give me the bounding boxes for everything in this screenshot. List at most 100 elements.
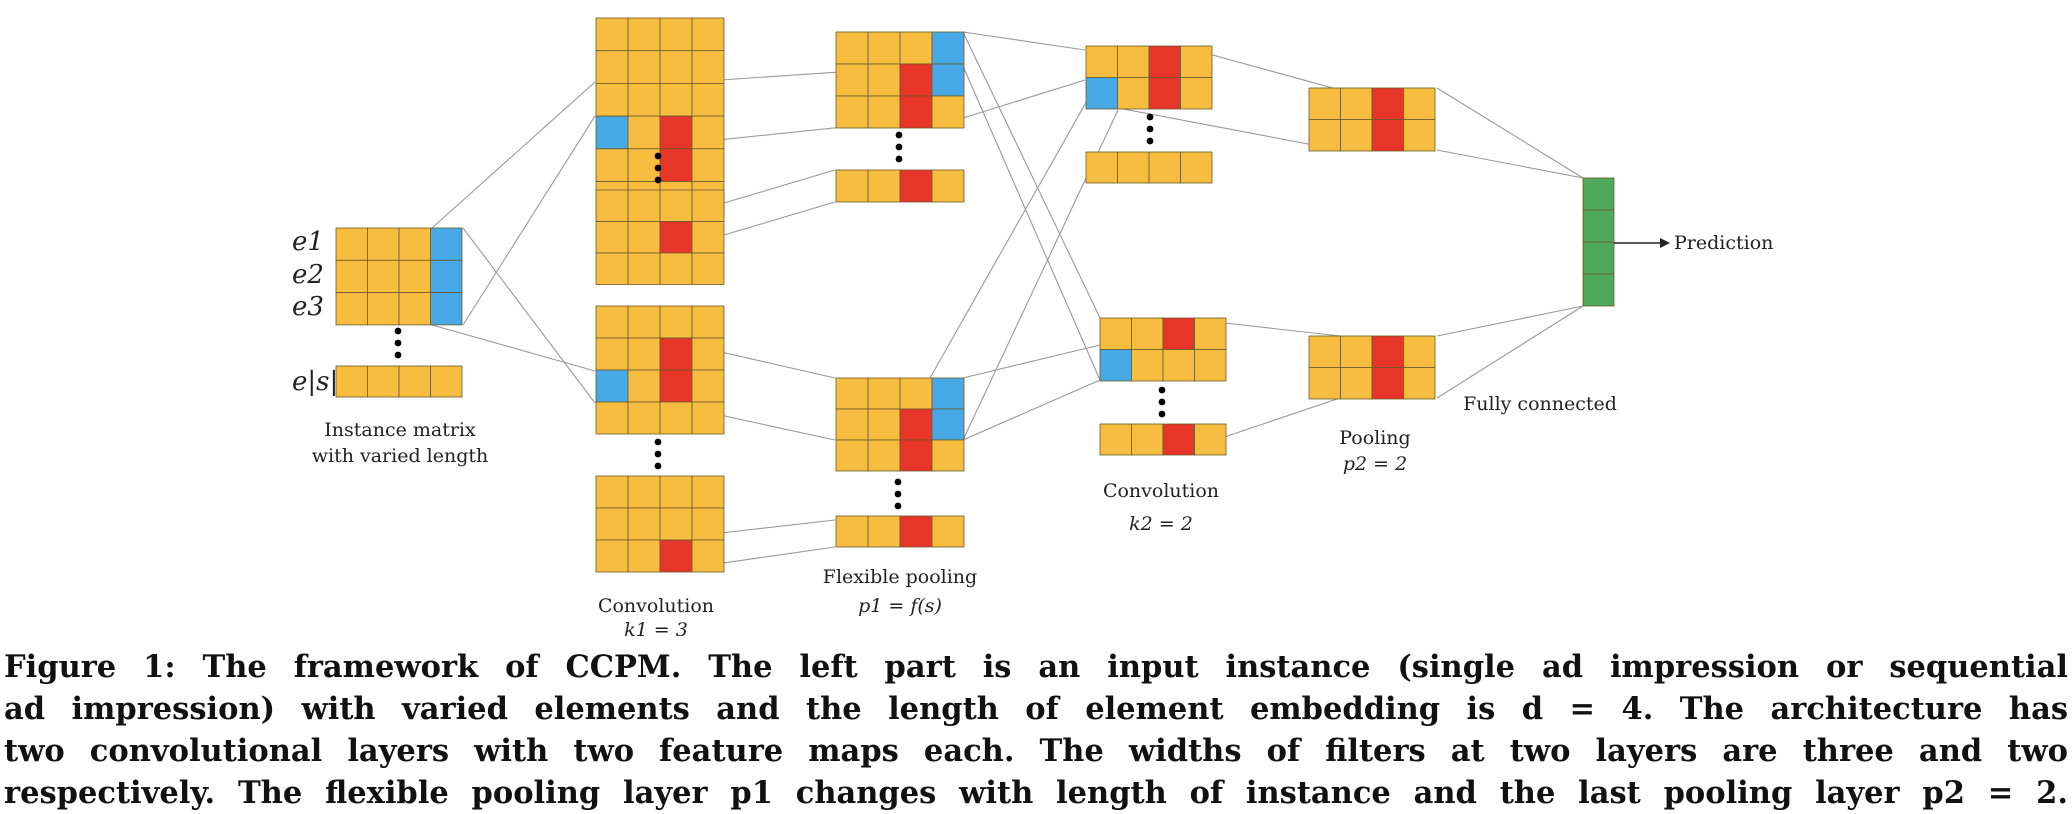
conv1-map-1-tail [595, 189, 725, 285]
fully-connected-label: Fully connected [1463, 393, 1617, 415]
conv1-map-1-tail-cell [627, 221, 661, 254]
connection-line [462, 115, 596, 326]
pool-map-1-cell [1340, 119, 1373, 152]
ellipsis-dot [1158, 410, 1166, 418]
conv2-map-2-tail [1099, 423, 1227, 456]
conv1-map-2-cell [691, 337, 725, 371]
instance-matrix [335, 227, 463, 326]
instance-matrix-sublabel: with varied length [312, 445, 489, 467]
flex-pool-map-2-cell [931, 439, 965, 472]
instance-matrix-cell [367, 227, 400, 261]
conv2-map-1-cell [1085, 45, 1118, 78]
fully-connected-vector-cell [1582, 209, 1615, 243]
instance-matrix-last-row-cell [398, 365, 431, 398]
conv1-map-2-tail-cell [659, 539, 693, 573]
instance-matrix-last-row-cell [430, 365, 463, 398]
conv1-map-1-cell [659, 17, 693, 52]
flex-pool-map-1-cell [931, 63, 965, 97]
conv1-map-1-cell [595, 17, 629, 52]
fully-connected-vector-cell [1582, 177, 1615, 211]
caption-line-3: two convolutional layers with two featur… [4, 733, 2068, 769]
ellipsis-dot [654, 176, 662, 184]
flex-pool-map-1-tail-cell [835, 169, 869, 203]
conv1-map-1-cell [659, 83, 693, 117]
pool-map-1 [1308, 87, 1436, 152]
conv1-map-1-cell [595, 83, 629, 117]
vertical-ellipsis [394, 327, 402, 359]
pool-map-1-cell [1403, 119, 1436, 152]
instance-matrix-cell [367, 292, 400, 326]
conv1-map-2-tail-cell [595, 539, 629, 573]
conv1-map-2-cell [659, 305, 693, 339]
conv1-map-2-tail-cell [659, 475, 693, 509]
vertical-ellipsis [654, 152, 662, 184]
ellipsis-dot [1146, 137, 1154, 145]
fully-connected-vector-cell [1582, 241, 1615, 275]
flex-pool-map-1-tail-cell [931, 169, 965, 203]
conv1-map-1-cell [627, 50, 661, 84]
conv1-map-2-tail-cell [627, 507, 661, 541]
instance-matrix-cell [398, 227, 431, 261]
flex-pool-map-2-cell [867, 377, 901, 410]
conv1-map-2-tail-cell [595, 475, 629, 509]
conv1-map-2-cell [659, 369, 693, 403]
conv2-map-2-cell [1131, 349, 1164, 382]
ellipsis-dot [894, 502, 902, 510]
vertical-ellipsis [1158, 386, 1166, 418]
conv2-map-1-tail [1085, 151, 1213, 184]
pool-map-1-cell [1403, 87, 1436, 120]
fully-connected-vector [1582, 177, 1615, 307]
pool-map-2-cell [1371, 335, 1404, 368]
conv2-map-2 [1099, 317, 1227, 382]
conv1-map-1-cell [627, 148, 661, 182]
conv1-map-1-cell [659, 50, 693, 84]
conv1-map-1-tail-cell [691, 221, 725, 254]
pool-map-2-cell [1371, 367, 1404, 400]
conv1-map-1-cell [659, 115, 693, 150]
ellipsis-dots [394, 113, 1166, 510]
conv1-map-1-tail-cell [659, 189, 693, 222]
flex-pool-map-1-cell [835, 63, 869, 97]
conv1-map-2-cell [691, 401, 725, 435]
conv1-map-2-tail-cell [659, 507, 693, 541]
conv1-map-2-cell [627, 337, 661, 371]
feature-map-blocks [335, 17, 1615, 573]
convolution1-k-label: k1 = 3 [624, 619, 688, 636]
conv2-map-2-cell [1194, 349, 1227, 382]
flex-pool-map-2-tail-cell [835, 515, 869, 548]
pool-map-1-cell [1371, 87, 1404, 120]
conv2-map-1 [1085, 45, 1213, 110]
conv1-map-1-cell [627, 83, 661, 117]
flex-pool-map-1 [835, 31, 965, 129]
flex-pool-map-1-cell [899, 31, 933, 65]
conv2-map-2-tail-cell [1194, 423, 1227, 456]
instance-matrix-cell [398, 259, 431, 293]
conv1-map-1-cell [595, 148, 629, 182]
flex-pool-map-1-cell [835, 31, 869, 65]
conv1-map-1-cell [627, 115, 661, 150]
convolution1-label: Convolution [598, 595, 714, 617]
connection-line [1117, 107, 1341, 151]
prediction-label: Prediction [1674, 232, 1773, 254]
ellipsis-dot [1158, 398, 1166, 406]
flex-pool-map-2-cell [835, 439, 869, 472]
conv1-map-1-tail-cell [659, 221, 693, 254]
conv1-map-2-tail-cell [595, 507, 629, 541]
ellipsis-dot [894, 478, 902, 486]
flex-pool-map-2-tail [835, 515, 965, 548]
conv1-map-1-cell [691, 50, 725, 84]
conv2-map-1-tail-cell [1117, 151, 1150, 184]
conv1-map-2-tail-cell [627, 539, 661, 573]
conv1-map-1-cell [659, 148, 693, 182]
instance-matrix-last-row [335, 365, 463, 398]
conv2-map-1-cell [1180, 77, 1213, 110]
conv1-map-1 [595, 17, 725, 215]
ellipsis-dot [394, 327, 402, 335]
ellipsis-dot [394, 339, 402, 347]
pooling-p-label: p2 = 2 [1343, 453, 1407, 475]
conv1-map-2-tail-cell [691, 539, 725, 573]
conv1-map-2-tail-cell [627, 475, 661, 509]
connection-line [1436, 87, 1584, 179]
flex-pool-map-1-cell [931, 31, 965, 65]
conv1-map-1-cell [691, 17, 725, 52]
